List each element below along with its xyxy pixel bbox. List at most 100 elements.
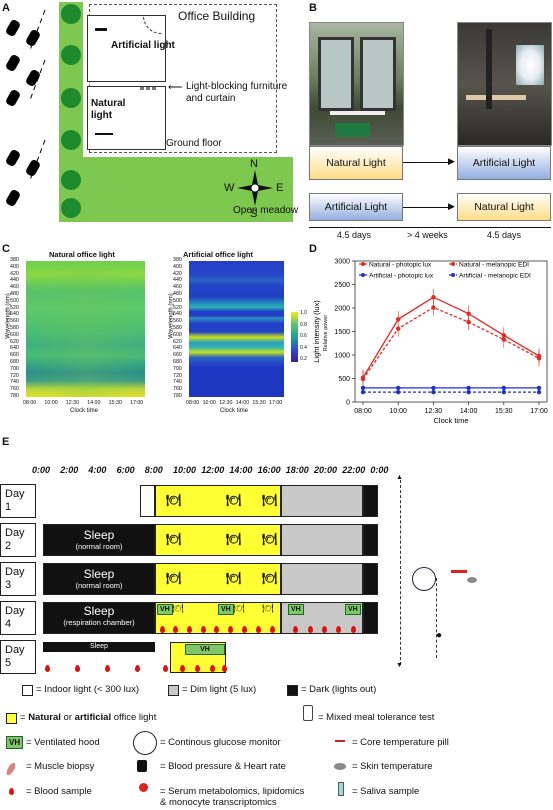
dim-light-segment xyxy=(281,524,363,556)
heatmap-ytick: 620 xyxy=(173,338,182,345)
sleep-segment: Sleep (normal room) xyxy=(43,563,155,595)
arrow-down-icon: ▼ xyxy=(396,662,403,669)
legend-serum-icon xyxy=(139,783,148,792)
colorbar-tick: 0.2 xyxy=(300,356,307,362)
legend-entry: Natural - photopic lux xyxy=(369,262,432,269)
arrow-line xyxy=(403,162,453,163)
hour-label: 0:00 xyxy=(370,465,389,475)
artificial-room-photo xyxy=(457,22,552,146)
heatmap-ytick: 500 xyxy=(173,297,182,304)
heatmap-ytick: 700 xyxy=(10,365,19,372)
mmtt-cup-icon xyxy=(303,705,313,721)
compass-w: W xyxy=(224,182,235,194)
heatmap-ytick: 580 xyxy=(173,325,182,331)
legend-marker xyxy=(361,273,365,277)
meal-icon: 🍽 xyxy=(172,603,184,613)
meal-icon: 🍽 xyxy=(233,603,245,613)
dark-segment xyxy=(363,563,378,595)
legend-marker xyxy=(451,273,455,277)
legend-dark-swatch xyxy=(287,685,298,696)
legend-blood-icon xyxy=(9,788,14,795)
legend-dim: = Dim light (5 lux) xyxy=(182,684,257,695)
heatmap-ytick: 560 xyxy=(10,318,19,325)
sleep-location: (normal room) xyxy=(75,542,123,551)
glucose-monitor-icon xyxy=(412,567,436,591)
blood-drop-icon xyxy=(105,665,110,672)
heatmap-ytick: 380 xyxy=(10,257,19,263)
data-point xyxy=(396,389,401,395)
desk-icon xyxy=(95,28,107,31)
legend-bp-icon xyxy=(137,760,147,772)
artificial-light-box: Artificial Light xyxy=(457,146,551,180)
heatmap-xtick: 12:30 xyxy=(219,400,233,406)
xtick-label: 08:00 xyxy=(354,408,372,415)
heatmap-xtick: 14:00 xyxy=(87,400,101,406)
legend-vh: = Ventilated hood xyxy=(26,737,100,748)
core-temperature-icon xyxy=(451,570,467,573)
hour-label: 4:00 xyxy=(88,465,107,475)
panel-label-a: A xyxy=(2,2,10,14)
blood-pressure-icon: ● xyxy=(436,630,443,641)
blood-drop-icon xyxy=(336,626,341,633)
colorbar xyxy=(291,312,298,362)
blood-drop-icon xyxy=(163,665,168,672)
heatmap-ytick: 780 xyxy=(10,393,19,399)
dim-light-segment xyxy=(281,485,363,517)
xtick-label: 17:00 xyxy=(530,408,548,415)
heatmap-ytick: 420 xyxy=(10,270,19,277)
blood-drop-icon xyxy=(160,626,165,633)
heatmap-xtick: 17:00 xyxy=(130,400,144,406)
data-point xyxy=(431,305,436,310)
blood-drop-icon xyxy=(187,626,192,633)
meal-icon: 🍽 xyxy=(262,603,274,613)
ground-floor-label: Ground floor xyxy=(166,138,222,149)
data-point xyxy=(431,389,436,395)
open-meadow-label: Open meadow xyxy=(233,205,299,216)
sleep-label: Sleep xyxy=(83,604,115,618)
heatmap-xlabel: Clock time xyxy=(220,408,249,414)
compass-icon xyxy=(237,170,273,206)
colorbar-tick: 0.8 xyxy=(300,321,307,328)
blood-drop-icon xyxy=(242,626,247,633)
arrow-right-icon: ▶ xyxy=(448,156,455,166)
heatmap-xtick: 08:00 xyxy=(186,400,200,406)
ytick-label: 500 xyxy=(338,376,350,383)
blood-drop-icon xyxy=(256,626,261,633)
y-axis-label: Light intensity (lux) xyxy=(312,300,321,363)
heatmap-ytick: 720 xyxy=(173,372,182,379)
heatmap-ytick: 460 xyxy=(10,284,19,291)
panel-label-b: B xyxy=(309,2,317,14)
legend-office-swatch xyxy=(6,713,17,724)
arrow-left-icon: ⟵ xyxy=(168,82,183,93)
heatmap-ytick: 400 xyxy=(173,263,182,270)
blood-drop-icon xyxy=(351,626,356,633)
blood-drop-icon xyxy=(228,626,233,633)
legend-indoor: = Indoor light (< 300 lux) xyxy=(36,684,139,695)
blood-drop-icon xyxy=(180,665,185,672)
heatmap-ytick: 520 xyxy=(173,304,182,311)
hour-label: 16:00 xyxy=(257,465,281,475)
data-point xyxy=(501,337,506,342)
heatmap-xtick: 10:00 xyxy=(202,400,216,406)
hour-label: 20:00 xyxy=(314,465,338,475)
x-axis-label: Clock time xyxy=(433,416,468,425)
panel-label-e: E xyxy=(2,436,10,448)
colorbar-tick: 0.4 xyxy=(300,344,307,351)
colorbar-tick: 0.6 xyxy=(300,333,307,339)
heatmap-xtick: 14:00 xyxy=(235,400,250,406)
dark-segment xyxy=(363,524,378,556)
hour-label: 22:00 xyxy=(342,465,366,475)
heatmap-ytick: 380 xyxy=(173,257,182,263)
skin-temperature-icon xyxy=(467,577,477,583)
data-point xyxy=(431,385,436,391)
heatmap-xtick: 08:00 xyxy=(23,400,37,406)
blood-drop-icon xyxy=(75,665,80,672)
ventilated-hood-marker: VH xyxy=(218,604,234,615)
legend-serum-2: & monocyte transcriptomics xyxy=(160,797,277,808)
blood-drop-icon xyxy=(214,626,219,633)
